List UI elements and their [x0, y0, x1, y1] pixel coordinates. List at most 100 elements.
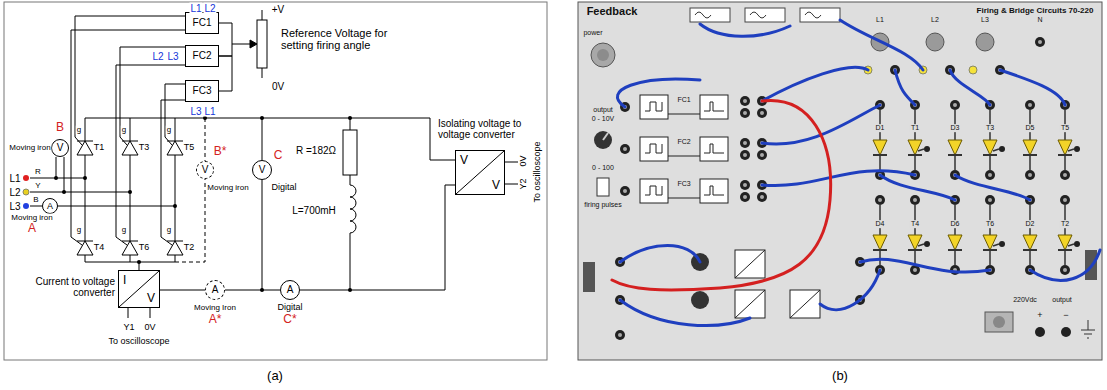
trainer-board-photo [1058, 195, 1080, 275]
circuit-label: Current to voltage converter [22, 276, 116, 298]
schematic-wiring [300, 185, 455, 290]
schematic-wiring [122, 141, 138, 155]
circuit-label: T1 [93, 143, 106, 153]
board-label: L2 [930, 16, 940, 24]
panel-caption: (a) [266, 369, 284, 383]
circuit-label: L3 [8, 201, 21, 212]
circuit-label: g [76, 226, 82, 235]
circuit-label: 0V [143, 323, 156, 333]
board-label: D2 [1025, 220, 1036, 228]
trainer-board-photo [1035, 37, 1045, 47]
trainer-board-photo [603, 133, 608, 140]
meter-circle: V [196, 161, 214, 179]
trainer-board-photo [1023, 100, 1037, 180]
trainer-board-photo [620, 95, 767, 119]
circuit-label: B [32, 196, 39, 205]
schematic-wiring [71, 30, 185, 245]
board-label: T6 [985, 220, 995, 228]
node-text: V [460, 154, 468, 166]
circuit-label: Y1 [122, 323, 135, 333]
node-text: V [147, 292, 155, 304]
meter-circle: V [51, 139, 69, 157]
trainer-board-photo [976, 33, 994, 51]
node-text: I [123, 274, 126, 286]
wire-connector [225, 290, 280, 291]
circuit-label: B [55, 121, 65, 134]
trainer-board-photo [983, 195, 1005, 275]
circuit-label: Digital [276, 303, 303, 313]
patch-wires [1030, 250, 1100, 280]
trainer-board-photo [926, 33, 944, 51]
circuit-label: g [76, 126, 82, 135]
patch-wires [620, 246, 700, 263]
schematic-wiring [77, 141, 93, 155]
schematic-wiring [350, 175, 351, 185]
trainer-board-photo [691, 291, 709, 309]
node-text: V [57, 143, 64, 153]
trainer-board-photo [690, 8, 730, 22]
node-text: FC3 [193, 86, 212, 96]
junction-dots [128, 190, 132, 194]
trainer-board-photo [597, 178, 609, 196]
junction-dots [83, 176, 87, 180]
trainer-board-photo [620, 179, 767, 203]
schematic-wiring [505, 162, 518, 184]
circuit-label: T4 [93, 243, 106, 253]
patch-wires [620, 300, 750, 325]
converter-box: VV [455, 150, 505, 195]
trainer-board-photo [1058, 100, 1080, 180]
circuit-label: g [166, 126, 172, 135]
circuit-label: Y [34, 182, 41, 191]
converter-diagonal [119, 271, 159, 307]
board-label: L3 [980, 16, 990, 24]
circuit-label: L1 [189, 3, 202, 14]
schematic-wiring [257, 20, 267, 68]
circuit-label: C [273, 149, 284, 162]
circuit-label: g [121, 226, 127, 235]
patch-wires [880, 175, 955, 200]
node-text: V [259, 165, 266, 175]
schematic-wiring [116, 65, 185, 245]
junction-dots [54, 116, 352, 292]
board-label: T2 [1060, 220, 1070, 228]
node-text: FC1 [193, 18, 212, 28]
board-label: Firing & Bridge Circuits 70-220 [976, 7, 1095, 16]
board-label: D1 [875, 124, 886, 132]
schematic-wiring [232, 44, 251, 45]
board-label: FC3 [676, 180, 691, 188]
circuit-label: L3 [189, 106, 202, 117]
circuit-label: R [34, 168, 42, 177]
schematic-wiring [161, 100, 185, 245]
circuit-label: Moving Iron [193, 304, 237, 313]
board-label: − [1062, 311, 1069, 321]
node-text: V [492, 179, 500, 191]
trainer-board-photo [583, 262, 595, 292]
schematic-wiring [4, 2, 547, 360]
junction-dots [348, 116, 352, 120]
schematic-wiring [250, 40, 257, 48]
schematic-wiring [128, 308, 150, 318]
patch-wires [1000, 70, 1065, 105]
circuit-label: T2 [183, 243, 196, 253]
trainer-board-photo [594, 131, 612, 149]
circuit-label: R =182Ω [295, 145, 337, 156]
schematic-wiring [85, 118, 455, 160]
schematic-wiring [167, 241, 183, 242]
trainer-board-photo [985, 312, 1013, 332]
schematic-wiring [350, 185, 356, 290]
circuit-label: +V [271, 4, 286, 15]
circuit-label: T3 [138, 143, 151, 153]
schematic-wiring [122, 241, 138, 242]
firing-circuit-box: FC2 [185, 45, 219, 67]
meter-circle: A [42, 198, 58, 214]
circuit-label: A [27, 222, 37, 235]
board-label: output [1051, 296, 1072, 304]
patch-wires [617, 20, 1100, 325]
node-text: V [202, 165, 209, 175]
board-label: D5 [1025, 124, 1036, 132]
board-label: firing pulses [583, 201, 622, 209]
trainer-board-photo [1035, 327, 1045, 337]
phase-terminals [23, 175, 29, 181]
patch-wires [950, 70, 990, 105]
